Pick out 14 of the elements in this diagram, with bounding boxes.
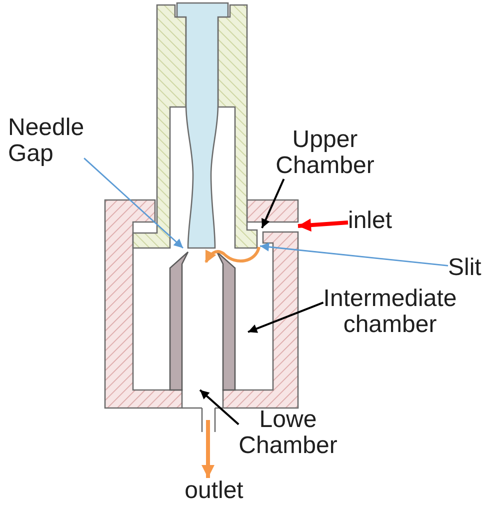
leader-line xyxy=(199,389,240,426)
part-label: Needle Gap xyxy=(8,115,84,167)
leader-line xyxy=(248,302,324,333)
part-label: outlet xyxy=(184,478,244,504)
flow-arrow xyxy=(202,420,214,478)
leader-line xyxy=(84,158,184,249)
part-label: Upper Chamber xyxy=(276,127,374,179)
part-label: Intermediate chamber xyxy=(323,286,457,338)
part-label: Lowe Chamber xyxy=(238,407,338,459)
leader-line xyxy=(261,178,285,228)
flow-arrow xyxy=(298,218,348,232)
part-label: inlet xyxy=(348,208,392,234)
leader-line xyxy=(260,242,448,266)
part-label: Slit xyxy=(448,255,482,281)
